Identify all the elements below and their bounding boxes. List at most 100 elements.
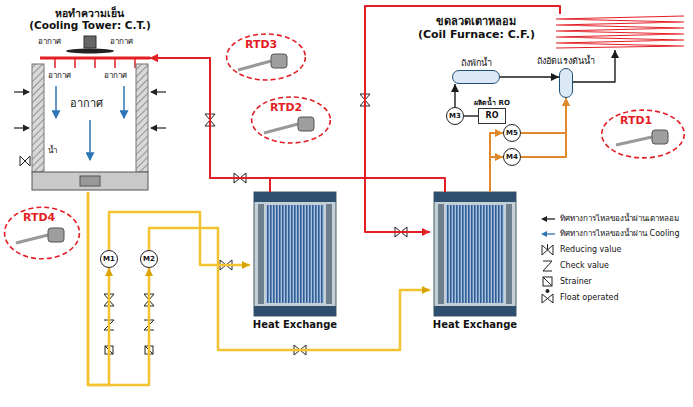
heat-exchanger: Heat Exchange [250,192,340,316]
legend-text: ทิศทางการไหลของน้ำผ่าน Cooling [560,229,680,239]
node-label: RTD2 [270,101,302,114]
pipe-connector [365,6,560,232]
node-label: M3 [449,112,461,120]
pipe-connector [490,133,503,192]
air-flow-arrow [151,127,166,128]
pipe-connector [490,157,503,192]
legend-text: Strainer [560,277,592,287]
air-water-label: อากาศ [38,37,61,47]
pipe-connector [150,58,445,192]
exchanger-end-plate [326,204,332,304]
air-flow-arrow [14,127,29,128]
spray-drop [74,59,76,68]
spray-drop [54,59,56,68]
pipe-connector [88,192,149,385]
check-valve-symbol [543,261,552,271]
air-water-label: อากาศ [48,71,71,81]
rtd-callout: RTD2 [250,95,332,145]
legend-text: ทิศทางการไหลของน้ำผ่านเตาหลอม [560,214,679,224]
exchanger-frame [434,192,516,316]
node-label: M2 [143,255,155,263]
pipe-connector [500,76,559,77]
node-label: RTD1 [620,114,652,127]
pump: M2 [140,250,158,268]
pipe-connector [521,98,566,157]
sensor-probe [16,235,48,243]
dashed-ellipse [5,207,80,259]
pipe-connector [464,115,478,116]
reducing-valve-symbol [542,245,553,255]
node-label: RO [486,111,499,121]
dashed-ellipse [252,97,331,143]
exchanger-end-plate [258,204,264,304]
legend-text: Reducing value [560,245,621,255]
strainer-symbol [543,277,552,286]
node-label: M4 [506,153,518,161]
sensor-head [652,130,668,144]
node-heading: (Cooling Tower: C.T.) [29,19,151,32]
legend-text: Float operated [560,293,619,303]
pipe-connector [454,84,455,107]
pipe-connector [109,212,250,265]
tower-wall [32,64,44,172]
exchanger-bar [434,192,516,202]
cooling-tower-drawing [14,36,166,190]
basin-outlet [80,176,100,186]
node-heading: ถังพักน้ำ [461,58,492,69]
pipe-connector [521,98,566,133]
sensor-head [48,228,64,242]
fan-motor [84,36,96,48]
sensor-probe [616,137,652,145]
spray-drop [94,59,96,68]
exchanger-end-plate [438,204,444,304]
node-label: M1 [103,255,115,263]
coil-furnace: ขดลวดเตาหลอม(Coil Furnace: C.F.) [545,14,685,50]
water-flow-arrow [89,120,91,160]
exchanger-end-plate [506,204,512,304]
sensor-probe [264,124,298,133]
pipe-connector [88,192,109,385]
spray-drop [114,59,116,68]
sensor-probe [238,61,271,70]
pump: M5 [503,124,521,142]
fan-blade [66,49,114,54]
strainer-symbol [543,277,552,286]
heat-exchanger: Heat Exchange [430,192,520,316]
flow-arrow-sample [541,216,547,222]
air-water-label: น้ำ [48,146,57,156]
rtd-callout: RTD4 [3,205,81,261]
float-valve [20,156,30,166]
air-water-label: อากาศ [70,97,103,110]
furnace-coil [556,16,684,48]
node-heading: หอทำความเย็น [29,7,151,20]
node-label: M5 [506,129,518,137]
water-flow-arrow [123,86,125,118]
air-water-label: อากาศ [104,71,127,81]
node-heading: (Coil Furnace: C.F.) [418,28,535,41]
water-flow-arrow [55,86,57,118]
sensor-head [271,54,287,68]
cold-water-basin [32,172,148,190]
rtd-callout: RTD1 [600,108,686,160]
node-label: RTD3 [245,38,277,51]
flow-arrow-sample [541,231,547,237]
air-water-label: อากาศ [110,37,133,47]
float-valve-symbol [542,294,553,303]
pump: M3 [446,107,464,125]
exchanger-bar [434,306,516,316]
exchanger-frame [254,192,336,316]
tower-wall [136,64,148,172]
node-heading: Heat Exchange [253,319,337,331]
exchanger-bar [254,306,336,316]
node-heading: Heat Exchange [433,319,517,331]
legend-samples [541,216,555,303]
dashed-ellipse [227,34,306,80]
exchanger-bar [254,192,336,202]
exchanger-plates [446,205,504,303]
reducing-valve-symbol [547,244,548,250]
node-heading: ถังอัดแรงดันน้ำ [537,56,595,67]
ro-unit: ผลิตน้ำ RORO [478,108,506,124]
air-flow-arrow [151,91,166,92]
float-valve-symbol [546,289,550,293]
exchanger-plates [266,205,324,303]
